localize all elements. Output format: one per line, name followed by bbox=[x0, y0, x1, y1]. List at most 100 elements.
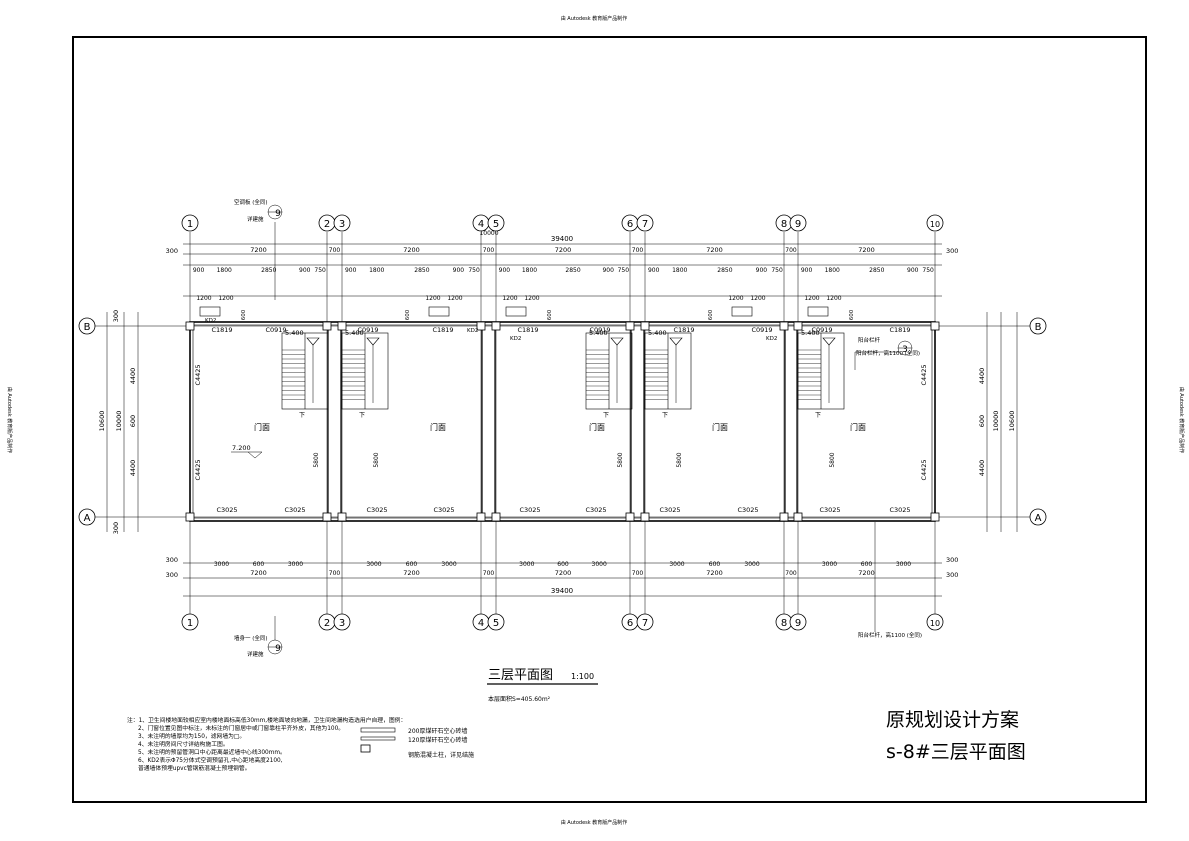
detail-top-4-1: 900 bbox=[648, 267, 660, 274]
stair-down-label-4: 下 bbox=[662, 412, 668, 419]
detail-top-5-3: 2850 bbox=[869, 267, 884, 274]
detail-bottom-5-2: 600 bbox=[861, 561, 873, 568]
detail-top-5-4: 900 bbox=[907, 267, 919, 274]
window-front-10: C3025 bbox=[889, 506, 910, 514]
window-side-3: C4425 bbox=[920, 364, 928, 385]
column-axis-top-8: 8 bbox=[781, 219, 787, 230]
stair-elevation-1: 5.400 bbox=[285, 329, 304, 337]
column-axis-circle-top-1 bbox=[181, 214, 199, 232]
depth-mid-right: 600 bbox=[978, 415, 986, 427]
ac-box-5 bbox=[807, 306, 829, 317]
end-dim-bottom-right-b: 300 bbox=[946, 571, 958, 579]
door-kd2-4: KD2 bbox=[766, 336, 777, 342]
detail-bottom-3-2: 600 bbox=[557, 561, 569, 568]
gap-dim-bottom-3: 700 bbox=[632, 570, 644, 577]
column-4-b bbox=[476, 321, 486, 331]
column-axis-top-1: 1 bbox=[187, 219, 193, 230]
stair-elevation-2: 5.400 bbox=[345, 329, 364, 337]
column-3-b bbox=[337, 321, 347, 331]
stair-arrow-3 bbox=[610, 337, 624, 346]
side-dimension-text-right: 10600 10000 4400 600 4400 bbox=[978, 368, 1016, 477]
ac-callout-number: 9 bbox=[275, 209, 281, 219]
bay-dim-bottom-5: 7200 bbox=[858, 569, 875, 577]
gap-dim-top-3: 700 bbox=[632, 247, 644, 254]
column-axis-bottom-5: 5 bbox=[493, 618, 499, 629]
legend-swatch-200 bbox=[360, 727, 396, 733]
detail-top-2-5: 750 bbox=[468, 267, 480, 274]
column-axis-bottom-4: 4 bbox=[478, 618, 484, 629]
detail-bottom-5-3: 3000 bbox=[896, 561, 911, 568]
stair-arrow-1 bbox=[306, 337, 320, 346]
column-axis-bottom-3: 3 bbox=[339, 618, 345, 629]
column-axis-circle-top-5 bbox=[487, 214, 505, 232]
detail-bottom-1-2: 600 bbox=[253, 561, 265, 568]
win-dim-c-3: 600 bbox=[547, 309, 553, 320]
window-front-3: C3025 bbox=[366, 506, 387, 514]
watermark-bottom: 由 Autodesk 教育版产品制作 bbox=[561, 819, 628, 826]
note-line-5: 5、未注明的预留管洞口中心距离最近墙中心线300mm。 bbox=[138, 748, 286, 756]
detail-top-4-2: 1800 bbox=[672, 267, 687, 274]
column-6-b bbox=[625, 321, 635, 331]
note-line-2: 2、门窗位置见图中标注，未标注的门窗居中或门窗靠柱平齐外皮，其他为100。 bbox=[138, 724, 344, 732]
detail-top-3-5: 750 bbox=[618, 267, 630, 274]
stair-length-3: 5800 bbox=[617, 452, 624, 467]
depth-end-bottom-left: 300 bbox=[112, 522, 120, 534]
stair-down-label-2: 下 bbox=[359, 412, 365, 419]
win-dim-b-2: 1200 bbox=[447, 295, 462, 302]
detail-top-5-2: 1800 bbox=[825, 267, 840, 274]
door-kd2-2: KD2 bbox=[467, 328, 478, 334]
detail-top-2-2: 1800 bbox=[369, 267, 384, 274]
bay-dim-top-5: 7200 bbox=[858, 246, 875, 254]
column-2-b bbox=[322, 321, 332, 331]
row-axis-a-right: A bbox=[1035, 513, 1042, 524]
detail-bottom-1-1: 3000 bbox=[214, 561, 229, 568]
detail-top-2-4: 900 bbox=[453, 267, 465, 274]
detail-top-4-5: 750 bbox=[771, 267, 783, 274]
gap-dim-top-4: 700 bbox=[785, 247, 797, 254]
stair-elevation-4: 5.400 bbox=[648, 329, 667, 337]
plan-scale: 1:100 bbox=[571, 672, 594, 681]
bay-dim-bottom-4: 7200 bbox=[706, 569, 723, 577]
column-axis-top-2: 2 bbox=[324, 219, 330, 230]
depth-bay-top-right: 4400 bbox=[978, 368, 986, 385]
ac-panel-note: 空调板 (全同) bbox=[234, 198, 268, 206]
window-front-5: C3025 bbox=[519, 506, 540, 514]
plan-area: 本层面积S=405.60m² bbox=[488, 695, 551, 703]
window-front-4: C3025 bbox=[433, 506, 454, 514]
stair-length-2: 5800 bbox=[373, 452, 380, 467]
window-back-5: C1819 bbox=[889, 326, 910, 334]
depth-total-right: 10600 bbox=[1008, 411, 1016, 432]
column-axis-bottom-2: 2 bbox=[324, 618, 330, 629]
elevation-marker bbox=[231, 451, 263, 459]
gap-text-top: 10000 bbox=[479, 230, 498, 237]
building-walls bbox=[189, 321, 936, 522]
watermark-top: 由 Autodesk 教育版产品制作 bbox=[561, 15, 628, 22]
detail-bottom-4-1: 3000 bbox=[669, 561, 684, 568]
window-back-1: C1819 bbox=[211, 326, 232, 334]
ac-box-2 bbox=[428, 306, 450, 317]
window-side-1: C4425 bbox=[194, 364, 202, 385]
detail-top-1-4: 900 bbox=[299, 267, 311, 274]
watermark-right: 由 Autodesk 教育版产品制作 bbox=[1178, 387, 1185, 454]
top-dimension-lines bbox=[183, 243, 942, 297]
stair-down-label-5: 下 bbox=[815, 412, 821, 419]
column-axis-top-3: 3 bbox=[339, 219, 345, 230]
column-axis-circle-top-9 bbox=[789, 214, 807, 232]
stair-2: 下 5.400 5800 bbox=[341, 329, 389, 468]
end-dim-top-right: 300 bbox=[946, 247, 958, 255]
column-axis-bottom-8: 8 bbox=[781, 618, 787, 629]
legend-item-2: 120厚煤矸石空心砖墙 bbox=[408, 736, 467, 744]
depth-inner-right: 10000 bbox=[992, 411, 1000, 432]
legend-item-1: 200厚煤矸石空心砖墙 bbox=[408, 727, 467, 735]
column-axis-circle-bottom-5 bbox=[487, 613, 505, 631]
column-9-a bbox=[793, 512, 803, 522]
win-dim-a-2: 1200 bbox=[425, 295, 440, 302]
detail-top-3-4: 900 bbox=[602, 267, 614, 274]
window-back-10: C0919 bbox=[811, 326, 832, 334]
